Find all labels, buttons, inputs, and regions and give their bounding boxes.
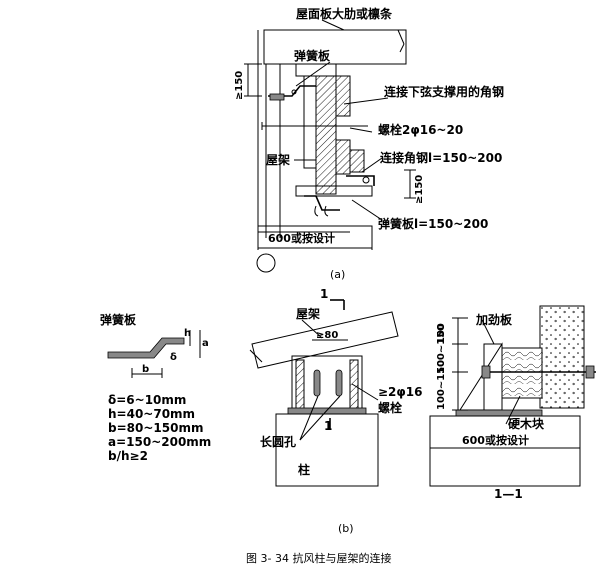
- formula-a: a=150~200mm: [108, 435, 211, 449]
- label-dim-100-150-b: 100~150: [436, 360, 447, 410]
- panel-b-spring-detail: 弹簧板 h a δ b δ=6~10mm h=40~70mm b=80~150m…: [100, 312, 211, 463]
- label-spring-plate-l: 弹簧板l=150~200: [378, 216, 488, 231]
- panel-a-tag: (a): [330, 268, 345, 281]
- label-dim-side: ≥150: [414, 175, 425, 204]
- label-dim-b: b: [142, 364, 149, 375]
- label-truss-a: 屋架: [266, 152, 290, 167]
- label-dim-top: ≥150: [234, 71, 245, 100]
- axis-bubble: [256, 253, 276, 273]
- column-base-section: [429, 415, 581, 487]
- figure-caption: 图 3- 34 抗风柱与屋架的连接: [246, 551, 391, 565]
- panel-a: 屋面板大肋或檩条 弹簧板 连接下弦支撑用的角钢 螺栓2φ16~20 屋架 连接角…: [234, 6, 504, 281]
- label-spring-plate-a: 弹簧板: [294, 48, 331, 63]
- truss-chord: [251, 311, 399, 369]
- formula-ratio: b/h≥2: [108, 449, 148, 463]
- label-bolt-b2: 螺栓: [378, 400, 402, 415]
- label-column: 柱: [298, 462, 310, 477]
- concrete-column: [539, 305, 585, 409]
- label-dim-100-150: 100~150: [436, 324, 447, 374]
- label-width-a: 600或按设计: [268, 231, 335, 245]
- label-width-b: 600或按设计: [462, 433, 529, 447]
- label-roof-panel: 屋面板大肋或檩条: [296, 6, 393, 21]
- column-shape: [275, 413, 379, 487]
- label-bolt-a: 螺栓2φ16~20: [378, 122, 463, 137]
- label-dim-h: h: [184, 328, 191, 339]
- label-bolt-b: ≥2φ16: [378, 385, 423, 399]
- slot-hole-1: [313, 369, 321, 397]
- label-spring-plate-b: 弹簧板: [100, 312, 137, 327]
- formula-list: δ=6~10mm h=40~70mm b=80~150mm a=150~200m…: [108, 393, 211, 463]
- label-dim-100: 100: [436, 323, 447, 344]
- truss-web: [315, 75, 337, 195]
- label-dim-delta: δ: [170, 352, 177, 363]
- section-title: 1—1: [494, 487, 523, 501]
- stiffener-plate: [459, 342, 503, 411]
- formula-b: b=80~150mm: [108, 421, 203, 435]
- label-hardwood: 硬木块: [508, 416, 545, 431]
- panel-b-elevation: 1 屋架 ≥80 ≥2φ16 螺栓 长圆孔 1 柱: [249, 287, 423, 487]
- panel-b-tag: (b): [338, 522, 354, 535]
- section-mark-bottom: 1: [324, 419, 332, 433]
- label-stiffener: 加劲板: [475, 312, 513, 327]
- slot-hole-2: [335, 369, 343, 397]
- label-brace-angle: 连接下弦支撑用的角钢: [384, 84, 504, 99]
- formula-delta: δ=6~10mm: [108, 393, 186, 407]
- spring-plate-shape: [107, 337, 185, 359]
- label-truss-b: 屋架: [296, 306, 320, 321]
- label-dim-a: a: [202, 338, 209, 349]
- label-conn-angle: 连接角钢l=150~200: [380, 150, 502, 165]
- roof-panel-shape: [263, 29, 407, 65]
- panel-b-section: 加劲板 100 100~150 100~150 硬木块 600或按设计 1—1: [429, 305, 596, 501]
- label-gap: ≥80: [316, 330, 338, 341]
- formula-h: h=40~70mm: [108, 407, 195, 421]
- label-slot: 长圆孔: [260, 434, 296, 449]
- hardwood-block: [501, 347, 543, 399]
- section-mark-top: 1: [320, 287, 328, 301]
